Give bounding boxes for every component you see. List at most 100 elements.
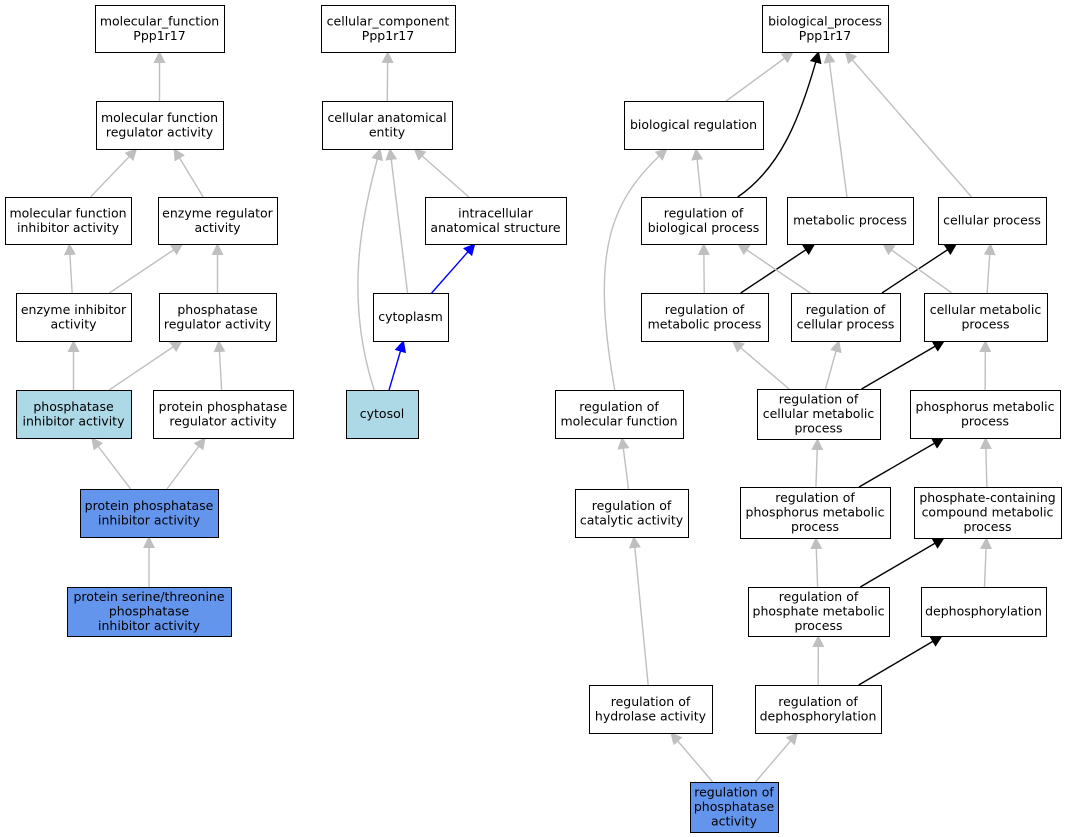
edge-ias-to-cae [413, 148, 470, 198]
node-label-line: Ppp1r17 [362, 28, 414, 43]
node-label-line: regulator activity [169, 413, 277, 428]
node-label-line: activity [50, 316, 97, 331]
node-box [373, 293, 449, 342]
node-label-line: process [794, 618, 842, 633]
node-label-line: catalytic activity [580, 512, 684, 527]
node-box [80, 489, 219, 538]
node-label-line: activity [194, 220, 241, 235]
node-bio_reg[interactable]: biological regulation [624, 101, 764, 150]
edge-enz_inh-to-mf_inh [63, 243, 76, 294]
node-box [96, 101, 224, 150]
edge-dephos-to-pcc_met [980, 537, 993, 588]
node-label-line: dephosphorylation [760, 708, 877, 723]
node-box [95, 5, 225, 53]
node-label-line: inhibitor activity [23, 413, 126, 428]
node-label-line: phosphate-containing [919, 490, 1055, 505]
node-label-line: molecular function [101, 110, 218, 125]
edge-pp_inh-to-phos_inh [91, 437, 132, 490]
node-label-line: regulation of [806, 302, 886, 317]
node-box [910, 390, 1061, 439]
edge-cytoplasm-to-cae [385, 148, 409, 294]
node-box [158, 197, 278, 245]
node-pst_inh[interactable]: protein serine/threoninephosphataseinhib… [67, 587, 232, 637]
edge-enz_inh-to-enz_reg [108, 243, 184, 294]
node-label-line: process [961, 316, 1009, 331]
node-box [914, 487, 1062, 539]
edge-reg_phate_met-to-pcc_met [859, 537, 945, 588]
node-label-line: regulation of [611, 694, 691, 709]
node-label-line: enzyme regulator [162, 205, 274, 220]
node-label-line: protein phosphatase [159, 399, 288, 414]
node-box [757, 389, 881, 440]
edge-cytosol-to-cytoplasm [388, 340, 407, 391]
node-box [346, 390, 419, 439]
node-label-line: phosphorus metabolic [746, 505, 885, 520]
edge-reg_phos_met-to-reg_cell_met [811, 438, 824, 488]
edge-reg_dephos-to-dephos [858, 635, 943, 686]
node-label-line: cellular anatomical [327, 110, 446, 125]
node-label-line: enzyme inhibitor [21, 302, 127, 317]
node-box [740, 487, 891, 539]
node-label-line: inhibitor activity [17, 220, 120, 235]
node-box [762, 5, 889, 53]
edge-reg_cell-to-reg_bp [737, 243, 811, 294]
node-label-line: molecular_function [100, 13, 219, 28]
edge-bio_reg-to-bp_root [725, 51, 794, 102]
node-box [755, 685, 882, 734]
edge-met_proc-to-bp_root [823, 51, 848, 198]
edge-cell_met-to-cell_proc [983, 243, 996, 294]
node-box [641, 293, 769, 342]
node-label-line: intracellular [458, 205, 534, 220]
node-label-line: cellular_component [327, 13, 450, 28]
edge-reg_bp-to-bio_reg [691, 148, 704, 198]
node-label-line: dephosphorylation [925, 604, 1042, 619]
node-label-line: compound metabolic [922, 505, 1054, 520]
node-cell_proc[interactable]: cellular process [938, 197, 1047, 245]
node-label-line: inhibitor activity [98, 512, 201, 527]
node-label-line: molecular function [9, 205, 126, 220]
node-dephos[interactable]: dephosphorylation [921, 587, 1047, 637]
node-label-line: hydrolase activity [595, 708, 707, 723]
node-label-line: regulation of [775, 490, 855, 505]
node-box [555, 390, 684, 439]
node-label-line: phosphatase [694, 799, 775, 814]
node-label-line: regulator activity [164, 316, 272, 331]
node-met_proc[interactable]: metabolic process [787, 197, 914, 245]
node-label-line: regulation of [664, 205, 744, 220]
node-box [787, 197, 914, 245]
node-label-line: phosphate metabolic [753, 604, 885, 619]
node-cytosol[interactable]: cytosol [346, 390, 419, 439]
node-cytoplasm[interactable]: cytoplasm [373, 293, 449, 342]
node-label-line: cellular process [797, 316, 895, 331]
node-box [67, 587, 232, 637]
